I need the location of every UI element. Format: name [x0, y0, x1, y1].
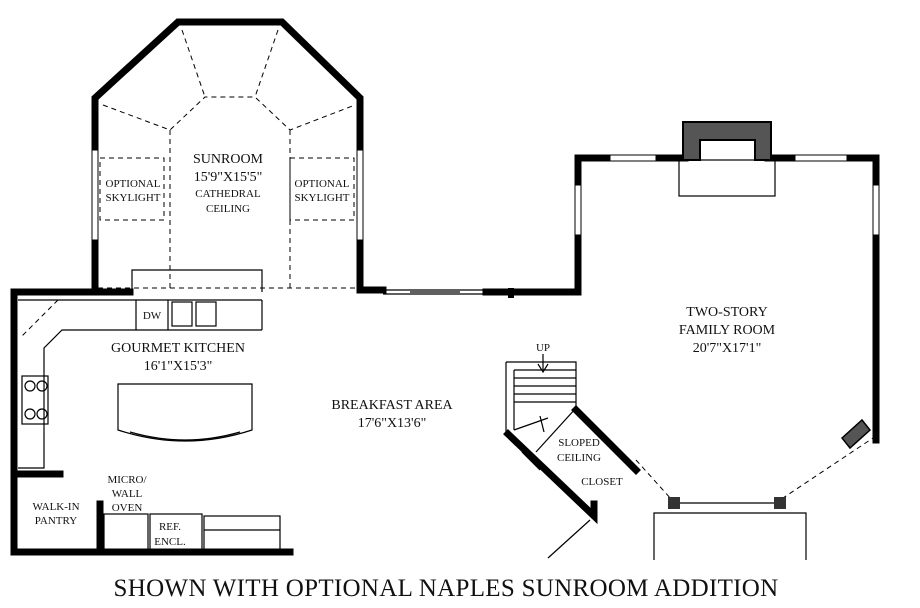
breakfast-dims: 17'6"X13'6" [358, 416, 427, 431]
pantry-line-2: PANTRY [35, 515, 77, 527]
micro-oven-line-3: OVEN [112, 502, 143, 514]
family-room-dims: 20'7"X17'1" [693, 341, 762, 356]
sunroom-walls [91, 18, 387, 294]
kitchen-labels: GOURMET KITCHEN 16'1"X15'3" DW [111, 310, 245, 374]
family-room-walls [482, 121, 880, 560]
ref-encl-line-1: REF. [159, 521, 181, 533]
micro-oven-line-1: MICRO/ [107, 474, 147, 486]
kitchen-name: GOURMET KITCHEN [111, 341, 245, 356]
sunroom-dims: 15'9"X15'5" [194, 170, 263, 185]
sunroom-ceiling-lines [98, 29, 360, 289]
sloped-ceiling-line-1: SLOPED [558, 437, 600, 449]
stair-closet-labels: UP SLOPED CEILING CLOSET [536, 342, 623, 488]
stairs-up-label: UP [536, 342, 550, 354]
plan-caption: SHOWN WITH OPTIONAL NAPLES SUNROOM ADDIT… [114, 575, 779, 602]
kitchen-walls [10, 269, 294, 556]
kitchen-dims: 16'1"X15'3" [144, 359, 213, 374]
micro-oven-line-2: WALL [112, 488, 143, 500]
family-room-labels: TWO-STORY FAMILY ROOM 20'7"X17'1" [679, 305, 776, 356]
breakfast-labels: BREAKFAST AREA 17'6"X13'6" [331, 398, 453, 431]
skylight-left-line-2: SKYLIGHT [106, 192, 161, 204]
skylight-right-line-1: OPTIONAL [295, 178, 350, 190]
breakfast-name: BREAKFAST AREA [331, 398, 453, 413]
sloped-ceiling-line-2: CEILING [557, 452, 601, 464]
family-room-line-1: TWO-STORY [686, 305, 767, 320]
sunroom-note-2: CEILING [206, 203, 250, 215]
family-room-line-2: FAMILY ROOM [679, 323, 776, 338]
pantry-line-1: WALK-IN [32, 501, 79, 513]
ref-encl-line-2: ENCL. [154, 536, 186, 548]
skylight-right-line-2: SKYLIGHT [295, 192, 350, 204]
sunroom-note-1: CATHEDRAL [195, 188, 261, 200]
sunroom-labels: SUNROOM 15'9"X15'5" CATHEDRAL CEILING OP… [106, 152, 350, 215]
utility-labels: WALK-IN PANTRY MICRO/ WALL OVEN REF. ENC… [32, 474, 186, 548]
closet-label: CLOSET [581, 476, 623, 488]
dishwasher-label: DW [143, 310, 162, 322]
sunroom-name: SUNROOM [193, 152, 264, 167]
breakfast-north-wall [383, 288, 514, 298]
skylight-left-line-1: OPTIONAL [106, 178, 161, 190]
stairs [503, 354, 641, 559]
